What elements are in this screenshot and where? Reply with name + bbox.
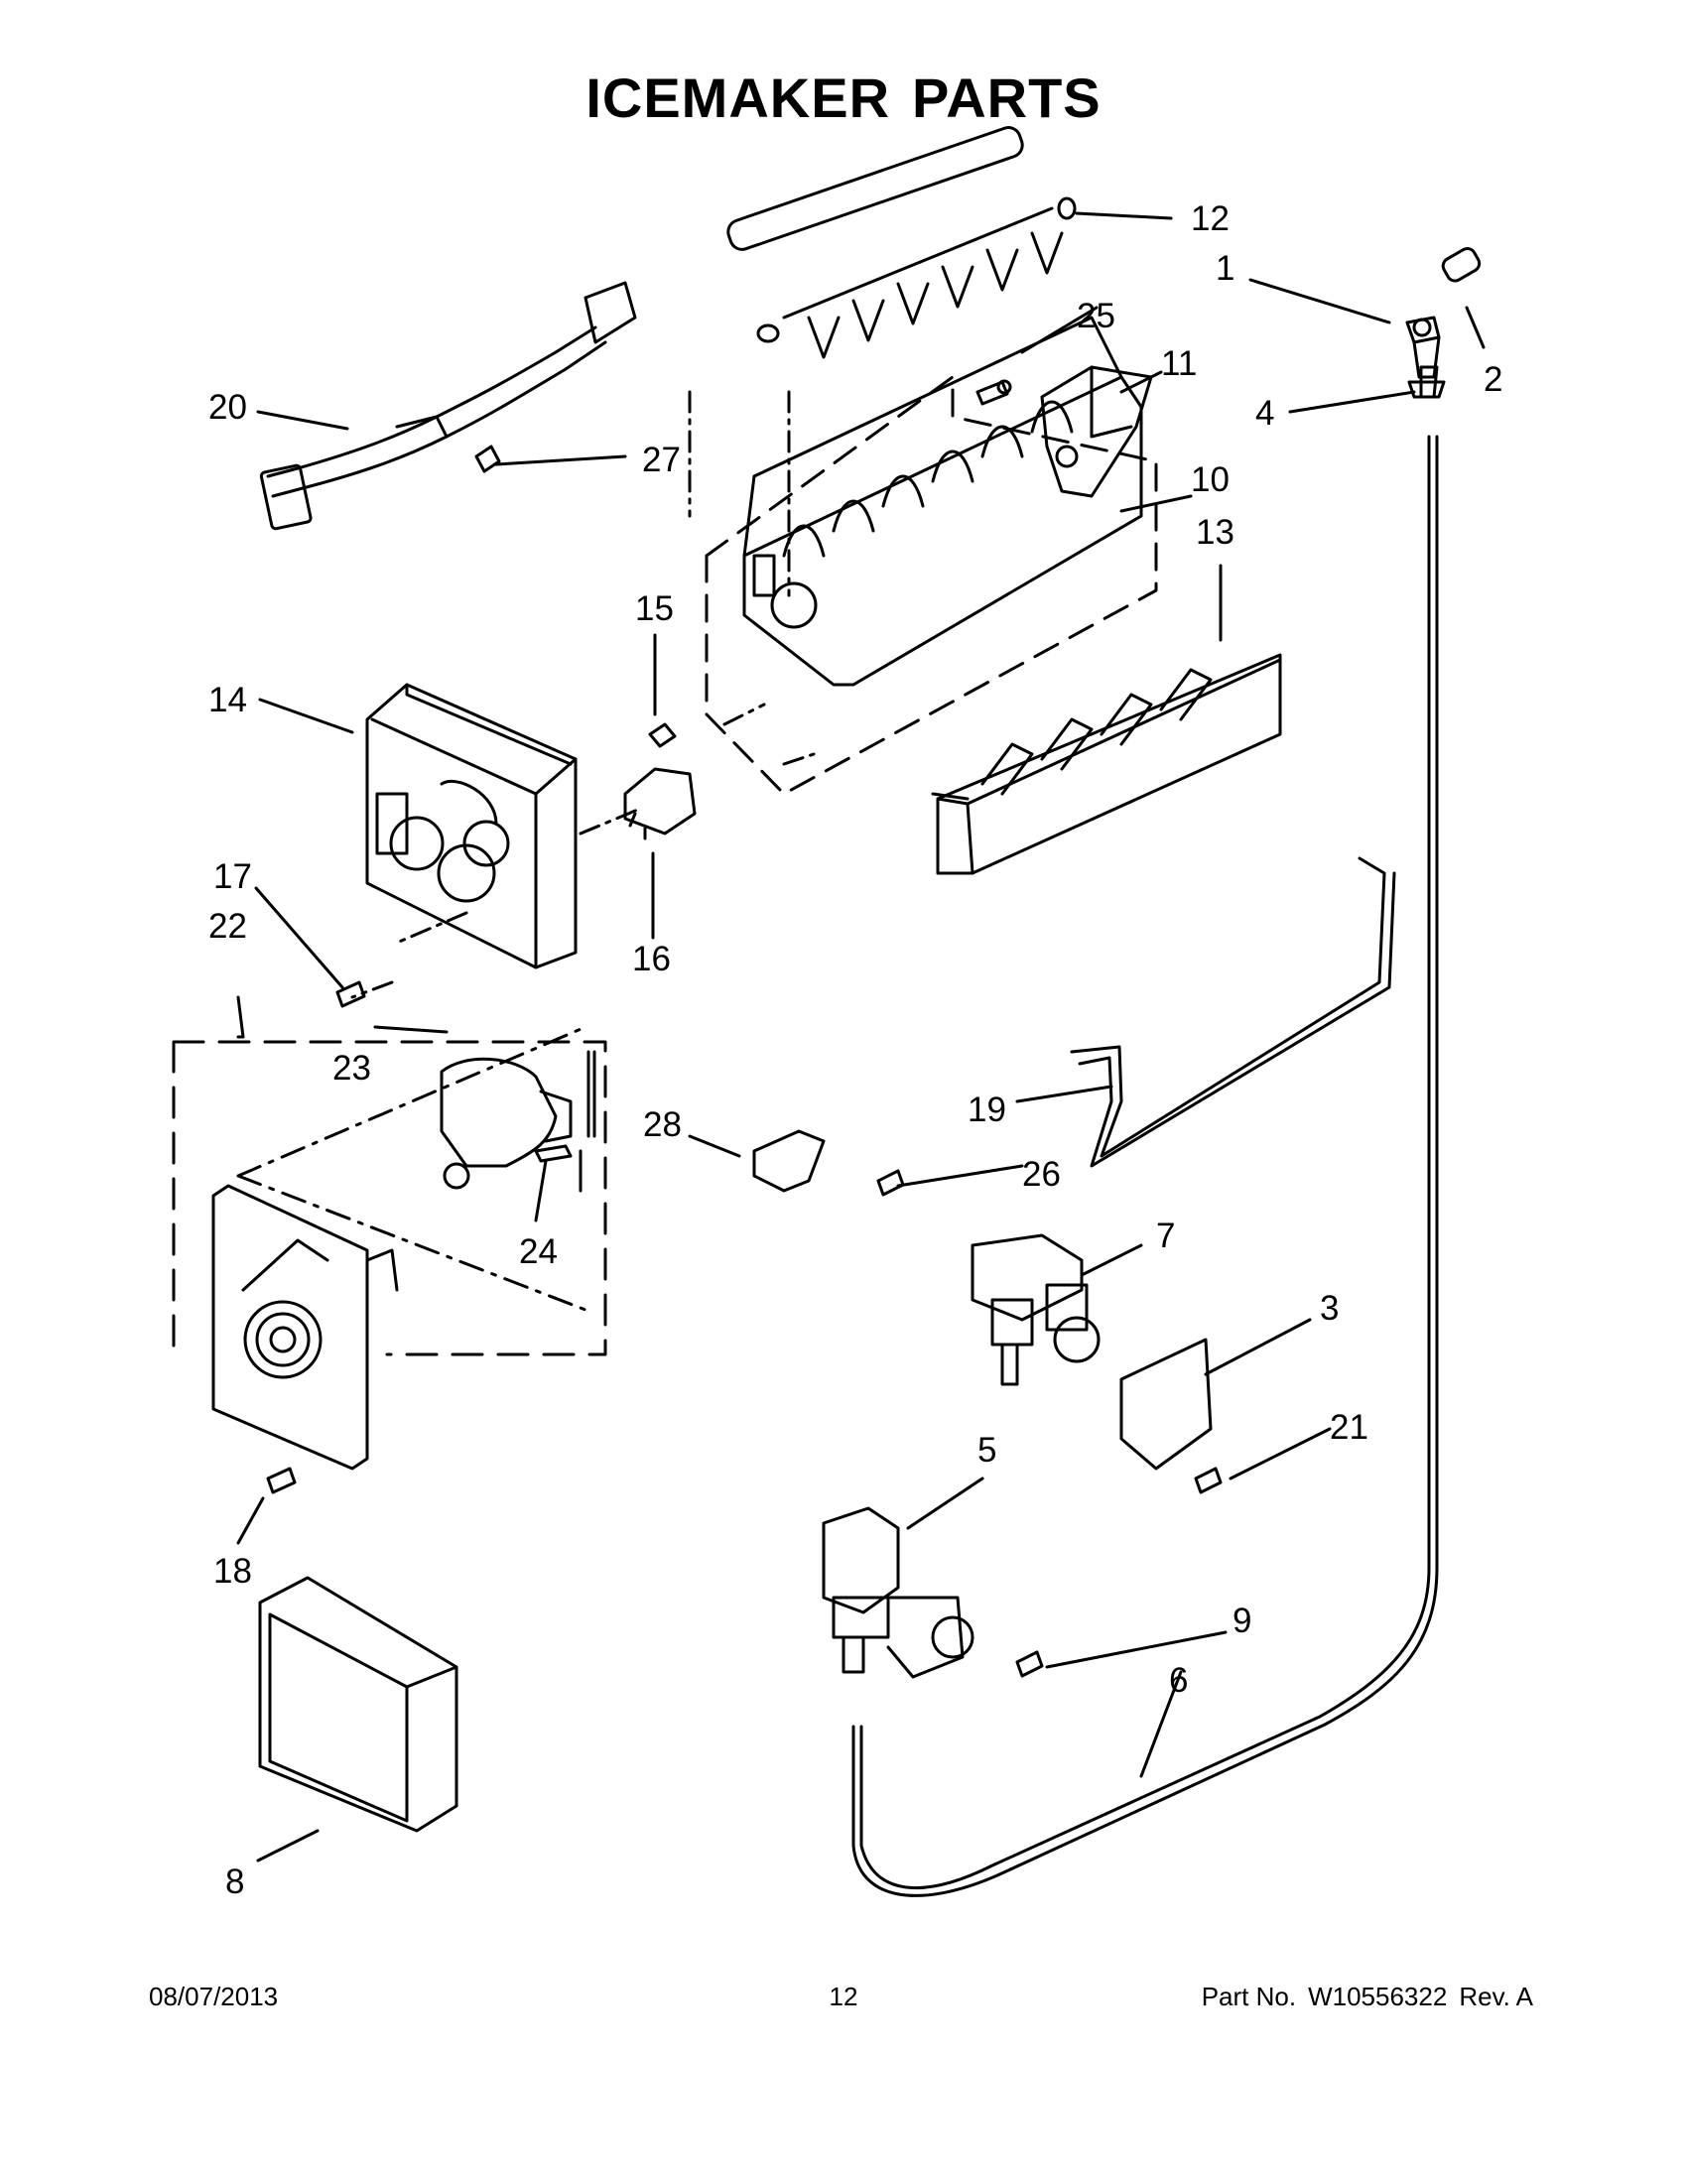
callout-23: 23 [332, 1049, 371, 1088]
callout-8: 8 [225, 1863, 244, 1901]
cover-box-8-part [258, 1576, 458, 1833]
callout-26: 26 [1022, 1155, 1061, 1194]
motor-23-part [440, 1050, 596, 1193]
screw-26-part [876, 1169, 905, 1197]
callout-6: 6 [1169, 1661, 1188, 1700]
screw-21-part [1194, 1467, 1223, 1494]
leader-lines [236, 211, 1486, 1863]
footer-part-number: Part No. W10556322 Rev. A [1202, 1982, 1533, 2012]
wire-19-part [1070, 856, 1396, 1168]
callout-22: 22 [208, 907, 247, 946]
screw-25-part [975, 379, 1012, 406]
part-label: Part No. [1201, 1982, 1297, 2011]
callout-9: 9 [1233, 1602, 1251, 1640]
callout-numbers: 1 2 3 4 5 6 7 8 9 10 11 12 13 14 15 16 1… [208, 199, 1502, 1901]
water-valve-7-part [971, 1233, 1101, 1386]
wire-harness-part [259, 281, 637, 531]
callout-12: 12 [1191, 199, 1230, 238]
callout-19: 19 [968, 1091, 1006, 1129]
ejector-shaft-part [726, 126, 1077, 359]
callout-28: 28 [643, 1105, 682, 1144]
water-valve-5-part [822, 1506, 974, 1679]
callout-3: 3 [1320, 1289, 1339, 1328]
screw-18-part [266, 1467, 297, 1494]
spring-15-part [648, 722, 677, 748]
revision: Rev. A [1459, 1982, 1533, 2011]
control-housing-part [365, 683, 578, 969]
mold-shield-part [931, 653, 1282, 875]
callout-11: 11 [1161, 344, 1197, 383]
callout-10: 10 [1191, 460, 1230, 499]
clip-27-part [474, 445, 501, 473]
callout-17: 17 [213, 857, 252, 896]
callout-4: 4 [1255, 394, 1274, 433]
alignment-lines [350, 390, 816, 999]
title-word-icemaker: ICEMAKER [585, 66, 891, 129]
control-plate-part [211, 1184, 399, 1471]
ice-mold-part [742, 316, 1143, 687]
callout-20: 20 [208, 388, 247, 427]
footer-date: 08/07/2013 [149, 1982, 279, 2011]
callout-18: 18 [213, 1552, 252, 1591]
callout-2: 2 [1484, 360, 1502, 399]
bracket-28-part [752, 1129, 826, 1193]
mounting-plate-16-part [623, 767, 697, 840]
callout-1: 1 [1216, 249, 1234, 288]
screw-9-part [1015, 1650, 1044, 1678]
callout-7: 7 [1156, 1217, 1175, 1255]
callout-14: 14 [208, 681, 247, 719]
callout-13: 13 [1196, 513, 1234, 552]
inlet-fittings-part [1405, 247, 1482, 399]
thermostat-24-part [534, 1144, 573, 1163]
part-number: W10556322 [1308, 1982, 1448, 2011]
water-tube-part [859, 435, 1431, 1890]
page-title: ICEMAKER PARTS [0, 65, 1687, 130]
callout-25: 25 [1077, 297, 1115, 335]
valve-bracket-3-part [1119, 1338, 1213, 1471]
mold-assembly-boundary [705, 375, 1158, 796]
callout-16: 16 [632, 940, 671, 978]
screw-17-part [335, 980, 366, 1008]
motor-kit-boundary [172, 1040, 607, 1356]
callout-15: 15 [635, 589, 674, 628]
fill-cup-part [1040, 365, 1153, 498]
callout-24: 24 [519, 1232, 558, 1271]
title-word-parts: PARTS [912, 66, 1102, 129]
callout-27: 27 [642, 441, 681, 479]
footer-page-number: 12 [829, 1982, 858, 2011]
callout-5: 5 [977, 1431, 996, 1470]
callout-21: 21 [1330, 1408, 1368, 1447]
